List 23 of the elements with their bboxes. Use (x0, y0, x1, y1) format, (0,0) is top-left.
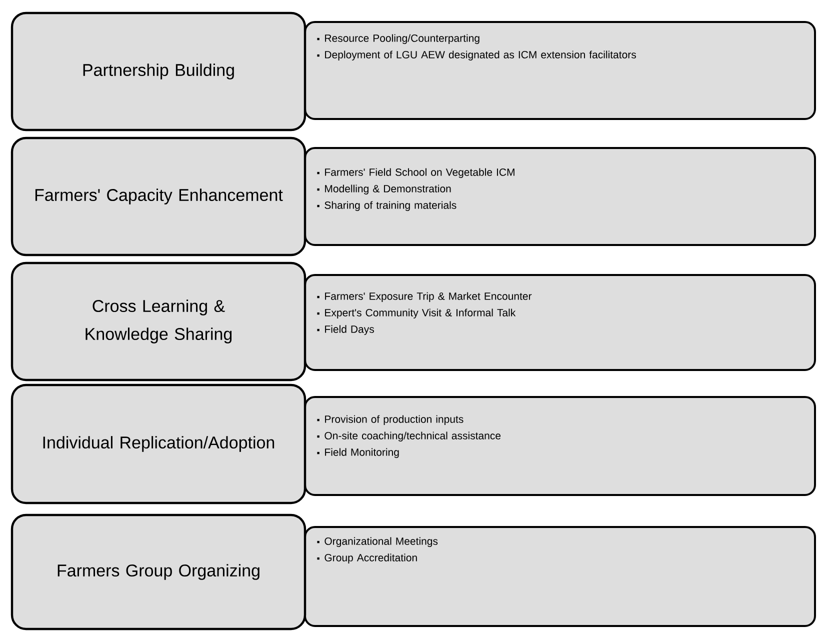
stage-box: Individual Replication/Adoption (10, 384, 306, 504)
stage-box: Farmers Group Organizing (10, 514, 306, 630)
node-label: Resource Pooling/Counterparting (325, 34, 480, 44)
node-label: Field Monitoring (325, 448, 399, 458)
stage-box: Cross Learning & Knowledge Sharing (10, 262, 306, 382)
activity-box (304, 526, 816, 627)
node-label: Modelling & Demonstration (325, 184, 451, 194)
stage-box: Partnership Building (10, 12, 306, 132)
activity-box (304, 21, 816, 120)
node-label: Field Days (325, 325, 374, 335)
stage-box: Farmers' Capacity Enhancement (10, 136, 306, 256)
node-label: Sharing of training materials (324, 201, 456, 211)
activity-box (304, 274, 816, 371)
node-label: Farmers' Field School on Vegetable ICM (325, 168, 514, 178)
activity-box (304, 146, 816, 246)
node-label: On-site coaching/technical assistance (324, 432, 501, 442)
node-label: Expert's Community Visit & Informal Talk (325, 308, 516, 318)
node-label: Provision of production inputs (325, 415, 464, 425)
node-label: Deployment of LGU AEW designated as ICM extension facilitators (325, 50, 636, 60)
node-label: Farmers' Exposure Trip & Market Encounter (325, 292, 532, 302)
node-label: Group Accreditation (324, 554, 417, 564)
node-label: Organizational Meetings (324, 537, 438, 547)
activity-box (304, 396, 816, 496)
